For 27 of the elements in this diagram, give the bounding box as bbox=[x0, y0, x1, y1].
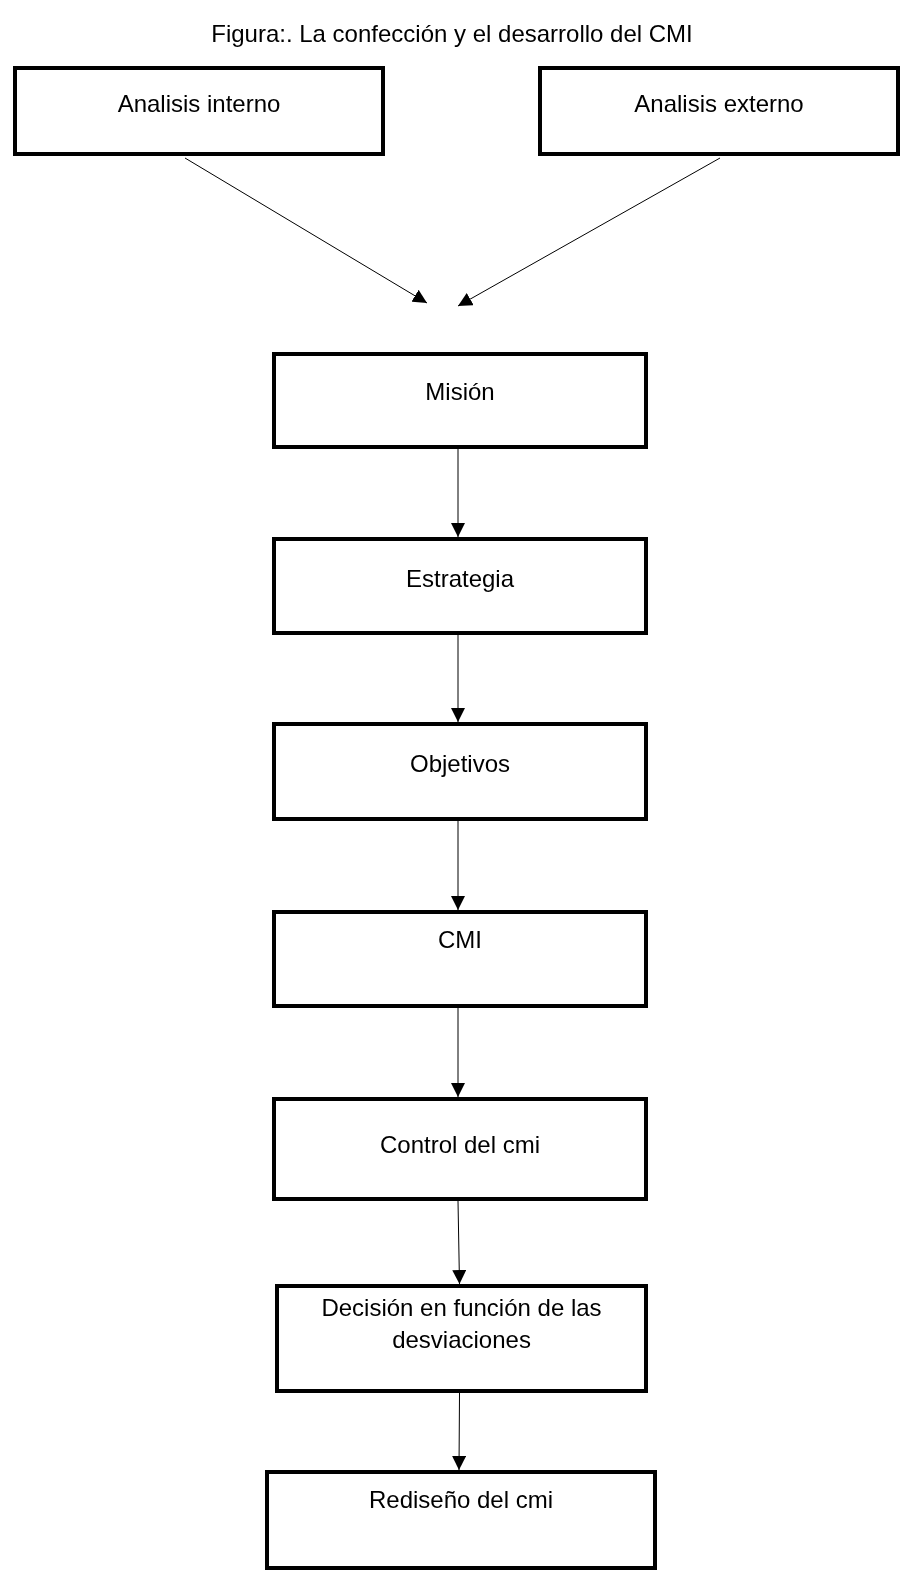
process-box bbox=[272, 910, 648, 1008]
box-label: Misión bbox=[424, 377, 496, 407]
process-box bbox=[272, 722, 648, 821]
arrow bbox=[451, 1007, 465, 1098]
figure-title: Figura:. La confección y el desarrollo del CMI bbox=[210, 20, 694, 48]
process-box bbox=[275, 1284, 648, 1393]
process-box bbox=[272, 1097, 648, 1201]
process-box bbox=[272, 352, 648, 449]
process-box bbox=[538, 66, 900, 156]
box-label: CMI bbox=[437, 925, 483, 955]
box-label: Analisis interno bbox=[116, 89, 282, 119]
box-label: Rediseño del cmi bbox=[367, 1485, 555, 1515]
arrow bbox=[451, 820, 465, 911]
box-label: Control del cmi bbox=[378, 1130, 542, 1160]
box-label: Decisión en función de las desviaciones bbox=[320, 1293, 603, 1355]
box-label: Estrategia bbox=[404, 564, 516, 594]
box-label: Analisis externo bbox=[633, 89, 805, 119]
arrow bbox=[451, 448, 465, 538]
arrow bbox=[452, 1200, 467, 1285]
arrow bbox=[451, 634, 465, 723]
process-box bbox=[272, 537, 648, 635]
arrow bbox=[184, 157, 428, 304]
box-label: Objetivos bbox=[408, 749, 511, 779]
process-box bbox=[265, 1470, 657, 1570]
arrow bbox=[452, 1392, 467, 1471]
process-box bbox=[13, 66, 385, 156]
arrow bbox=[457, 157, 721, 307]
